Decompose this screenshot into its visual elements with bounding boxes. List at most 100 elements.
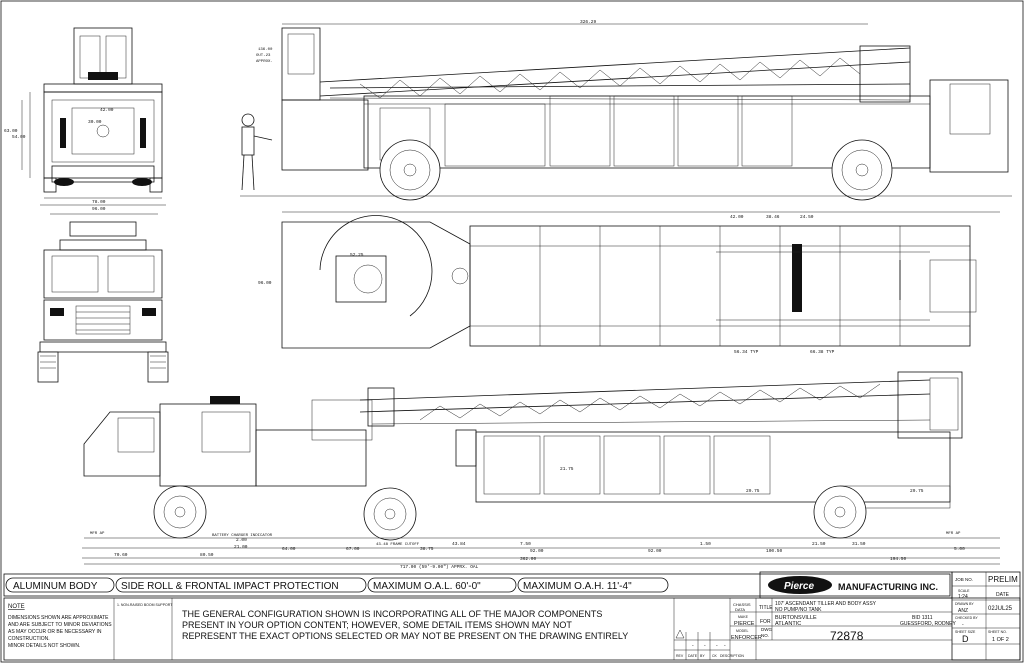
human-scale-figure (241, 113, 273, 191)
dim-2975b: 29.75 (910, 488, 924, 494)
brand-logo-text: Pierce (784, 581, 814, 592)
general-line-3: REPRESENT THE EXACT OPTIONS SELECTED OR … (182, 631, 628, 641)
note-line-3: AS MAY OCCUR OR BE NECESSARY IN (8, 629, 102, 635)
rev-header-desc: DESCRIPTION (720, 654, 744, 658)
label-side-roll: SIDE ROLL & FRONTAL IMPACT PROTECTION (121, 581, 339, 592)
dim-4384: 43.84 (452, 541, 466, 547)
side-top-len-label: 326.29 (580, 19, 597, 25)
date-value: 02JUL25 (988, 606, 1013, 612)
plan-top-c-label: 24.50 (800, 214, 814, 220)
general-line-1: THE GENERAL CONFIGURATION SHOWN IS INCOR… (182, 609, 602, 619)
mfr-ap-label-front: MFR AP (90, 532, 105, 536)
dim-70: 70.60 (114, 552, 128, 558)
side-top-note2: OUT-23 (256, 54, 271, 58)
dim-150: 1.50 (700, 541, 711, 547)
label-pill-2 (115, 577, 367, 593)
rev-dash-4: - (724, 643, 726, 649)
rear-w-label: 30.00 (88, 119, 102, 125)
note-title: NOTE (8, 604, 25, 610)
customer-contact: GUESSFORD, RODNEY (900, 621, 957, 627)
dwg-label-2: NO. (761, 633, 769, 638)
label-pill-3 (367, 577, 517, 593)
rev-dash-1: - (692, 643, 694, 649)
front-width-b-label: 96.00 (92, 206, 106, 212)
dim-2175: 21.75 (560, 466, 574, 472)
label-max-oal: MAXIMUM O.A.L. 60'-0" (373, 581, 481, 592)
note-side: 1. NON-RAISED BOOM SUPPORT (117, 603, 173, 607)
rev-header-date: DATE (688, 654, 698, 658)
front-width-a-label: 78.00 (92, 199, 106, 205)
battery-label: BATTERY CHARGER INDICATOR (212, 534, 273, 538)
dim-85: 80.50 (200, 552, 214, 558)
sheet-size-label: SHEET SIZE (955, 630, 976, 634)
sheet-size-value: D (962, 634, 969, 644)
title-line-2: NO PUMP/NO TANK (775, 607, 822, 613)
frame-cutoff-label: 43.48 FRAME CUTOFF (376, 543, 420, 547)
dwg-number: 72878 (830, 629, 864, 643)
side-top-note3: APPROX. (256, 60, 273, 64)
dwg-label: DWG (761, 627, 772, 632)
side-top-note1: 136.00 (258, 48, 273, 52)
dim-92b: 92.00 (648, 548, 662, 554)
dim-2975a: 29.75 (746, 488, 760, 494)
bid-number: BID 1311 (912, 615, 933, 621)
dim-total: 717.00 (59'-9.00") APPRX. OAL (400, 564, 479, 570)
plan-top-b-label: 38.46 (766, 214, 780, 220)
front-elevation-view (37, 213, 169, 383)
dim-750: 7.50 (520, 541, 531, 547)
dim-2100: 21.00 (234, 544, 248, 550)
date-label: DATE (996, 592, 1010, 598)
dim-2200: 2.00 (236, 537, 247, 543)
title-line-1: 107' ASCENDANT TILLER AND BODY ASSY (775, 601, 877, 607)
dim-84: 64.00 (282, 546, 296, 552)
dim-67: 67.00 (346, 546, 360, 552)
sheet-no-value: 1 OF 2 (992, 637, 1009, 643)
for-label: FOR (760, 619, 771, 625)
plan-view (281, 211, 1000, 349)
make-label: MAKE (738, 615, 749, 619)
dim-92a: 92.00 (530, 548, 544, 554)
dim-2150: 21.50 (812, 541, 826, 547)
plan-bot-b-label: 66.38 TYP (810, 349, 835, 355)
checked-label: CHECKED BY (955, 616, 978, 620)
dim-3150: 31.50 (852, 541, 866, 547)
label-pill-4 (517, 577, 669, 593)
general-line-2: PRESENT IN YOUR OPTION CONTENT; HOWEVER,… (182, 620, 572, 630)
label-bar (3, 573, 951, 597)
label-max-oah: MAXIMUM O.A.H. 11'-4" (523, 581, 632, 592)
note-line-5: MINOR DETAILS NOT SHOWN. (8, 643, 80, 649)
drawn-label: DRAWN BY (955, 602, 974, 606)
drawn-value: ANZ (958, 608, 968, 614)
mfg-name: MANUFACTURING INC. (838, 582, 938, 592)
dim-362: 362.00 (520, 556, 537, 562)
side-elevation-bottom-view (82, 371, 1000, 565)
model-label: MODEL (736, 629, 749, 633)
title-block-grid (730, 571, 1021, 661)
scale-label: SCALE (958, 589, 970, 593)
model-value: ENFORCER (731, 635, 762, 641)
front-h-b-label: 54.00 (12, 134, 26, 140)
rear-elevation-view (21, 27, 166, 206)
label-aluminum-body: ALUMINUM BODY (13, 581, 98, 592)
plan-top-a-label: 42.00 (730, 214, 744, 220)
for-line-2: ATLANTIC (775, 621, 801, 627)
plan-52-label: 52.25 (350, 252, 364, 258)
make-value: PIERCE (734, 621, 755, 627)
dim-500: 5.00 (954, 546, 965, 552)
plan-96-label: 96.00 (258, 280, 272, 286)
label-pill-1 (5, 577, 115, 593)
note-line-2: AND ARE SUBJECT TO MINOR DEVIATIONS (8, 622, 112, 628)
checked-value: - (962, 622, 964, 628)
rev-dash-3: - (716, 643, 718, 649)
dim-194: 194.50 (890, 556, 907, 562)
job-label: JOB NO. (955, 577, 973, 582)
dim-100: 100.50 (766, 548, 783, 554)
rev-header-rev: REV (676, 654, 684, 658)
note-line-1: DIMENSIONS SHOWN ARE APPROXIMATE (8, 615, 109, 621)
rev-dash-2: - (704, 643, 706, 649)
rear-w2-label: 42.00 (100, 107, 114, 113)
rev-header-ck: CK (712, 654, 718, 658)
front-h-a-label: 63.00 (4, 128, 18, 134)
note-line-4: CONSTRUCTION. (8, 636, 50, 642)
